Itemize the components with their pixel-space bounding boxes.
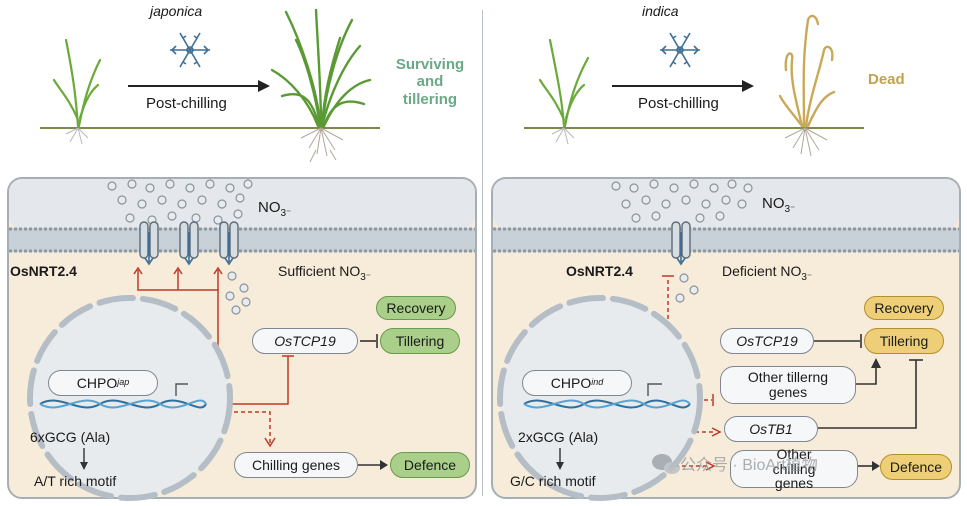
tillering-box: Tillering <box>380 328 460 354</box>
japonica-illustration <box>7 8 477 501</box>
other-chilling-genes-box: Other chilling genes <box>730 447 858 491</box>
other-tillering-genes-box: Other tillerng genes <box>720 366 856 404</box>
defence-box: Defence <box>390 452 470 478</box>
nitrate-ion-icon <box>107 179 253 225</box>
rice-plant-icon <box>52 38 102 128</box>
transporter-label: OsNRT2.4 <box>566 263 633 279</box>
repeat-label: 6xGCG (Ala) <box>30 429 111 445</box>
transporter-channel-icon <box>139 221 239 259</box>
nitrate-label: NO3⁻ <box>258 199 292 219</box>
wechat-logo-icon <box>652 454 680 474</box>
nitrate-status-label: Deficient NO3⁻ <box>722 263 813 283</box>
defence-box: Defence <box>880 454 952 480</box>
treatment-label: Post-chilling <box>146 95 227 112</box>
panel-divider <box>482 10 483 496</box>
outcome-label: Dead <box>868 71 905 88</box>
cell-membrane <box>9 227 475 253</box>
motif-label: G/C rich motif <box>510 473 596 489</box>
transporter-channel-icon <box>671 221 691 259</box>
tcp19-box: OsTCP19 <box>252 328 358 354</box>
snowflake-icon <box>170 32 210 68</box>
nitrate-label: NO3⁻ <box>762 195 796 215</box>
tillering-box: Tillering <box>864 328 944 354</box>
watermark-text: 公众号 · BioArt植物 <box>680 457 818 474</box>
repeat-label: 2xGCG (Ala) <box>518 429 599 445</box>
dna-helix-icon <box>523 399 691 409</box>
dna-helix-icon <box>39 399 207 409</box>
tcp19-box: OsTCP19 <box>720 328 814 354</box>
cultivar-label: japonica <box>150 3 203 19</box>
nitrate-status-label: Sufficient NO3⁻ <box>278 263 372 283</box>
rice-plant-icon <box>538 38 590 128</box>
nitrate-ion-icon <box>611 179 753 223</box>
treatment-label: Post-chilling <box>638 95 719 112</box>
recovery-box: Recovery <box>376 296 456 320</box>
rice-plant-icon <box>270 8 372 128</box>
snowflake-icon <box>660 32 700 68</box>
cultivar-label: indica <box>642 3 679 19</box>
indica-panel: indica Post-chilling Dead NO3⁻ OsNRT2.4 … <box>484 0 967 506</box>
recovery-box: Recovery <box>864 296 944 320</box>
chilling-genes-box: Chilling genes <box>234 452 358 478</box>
tb1-box: OsTB1 <box>724 416 818 442</box>
motif-label: A/T rich motif <box>34 473 117 489</box>
rice-plant-icon <box>778 14 836 128</box>
nucleus <box>27 295 233 501</box>
transporter-label: OsNRT2.4 <box>10 263 77 279</box>
